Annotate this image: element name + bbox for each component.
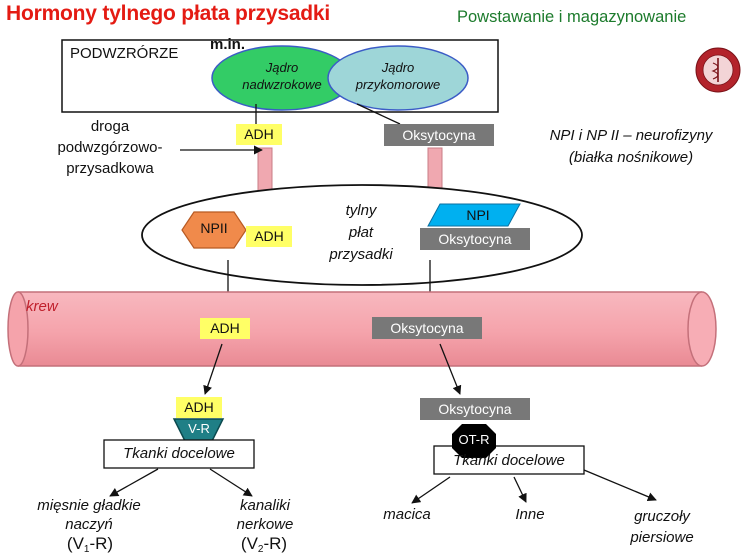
- page-title: Hormony tylnego płata przysadki: [6, 2, 331, 25]
- adh-box-top: ADH: [236, 124, 282, 145]
- blood-label: krew: [26, 298, 58, 315]
- ot-receptor-shape: [452, 424, 496, 458]
- page-subtitle: Powstawanie i magazynowanie: [457, 8, 687, 26]
- output-other: Inne: [515, 506, 545, 523]
- neurophysin-note: NPI i NP II – neurofizyny (białka nośnik…: [549, 127, 713, 166]
- left-target-box: [103, 439, 255, 469]
- npi-parallelogram: [427, 203, 521, 227]
- arrow-oxytocin-to-receptor: [439, 343, 462, 395]
- ot-receptor-label: OT-R: [458, 432, 490, 447]
- left-target-label: Tkanki docelowe: [123, 445, 235, 462]
- v-receptor-label: V-R: [188, 421, 210, 436]
- blood-vessel: [18, 292, 702, 366]
- connector-paraventricular: [356, 103, 401, 125]
- blood-vessel-right-end: [687, 291, 717, 367]
- arrow-left-out1: [109, 468, 159, 497]
- university-seal-icon: [695, 47, 741, 93]
- adh-box-blood: ADH: [200, 318, 250, 339]
- arrow-right-out2: [513, 476, 527, 503]
- oxytocin-box-pituitary: Oksytocyna: [420, 228, 530, 250]
- oxytocin-box-blood: Oksytocyna: [372, 317, 482, 339]
- adh-box-receptor: ADH: [176, 397, 222, 418]
- arrow-adh-to-receptor: [203, 343, 223, 395]
- paraventricular-nucleus: [327, 45, 469, 111]
- output-mammary-glands: gruczoły piersiowe: [630, 508, 694, 546]
- arrow-right-out3: [583, 469, 657, 502]
- output-kidney-tubules: kanaliki nerkowe: [236, 497, 294, 533]
- npii-hexagon: [181, 211, 247, 249]
- adh-box-pituitary: ADH: [246, 226, 292, 247]
- output-uterus: macica: [383, 506, 431, 523]
- npii-label: NPII: [200, 220, 228, 236]
- mi-label: m.in.: [210, 36, 246, 53]
- oxytocin-box-top: Oksytocyna: [384, 124, 494, 146]
- supraoptic-nucleus-label: Jądro nadwzrokowe: [242, 60, 322, 92]
- blood-vessel-left-end: [7, 291, 29, 367]
- oxytocin-box-receptor: Oksytocyna: [420, 398, 530, 420]
- output-kidney-receptor: (V2-R): [240, 534, 288, 555]
- arrow-left-out2: [209, 468, 253, 497]
- hypothalamus-label: PODWZRÓRZE: [70, 45, 179, 62]
- output-smooth-muscle: mięsnie gładkie naczyń: [37, 497, 141, 533]
- arrow-right-out1: [411, 476, 451, 504]
- tract-label: droga podwzgórzowo- przysadkowa: [57, 118, 163, 177]
- posterior-pituitary-label: tylny płat przysadki: [329, 202, 393, 263]
- npi-label: NPI: [466, 207, 490, 223]
- output-smooth-muscle-receptor: (V1-R): [66, 534, 114, 555]
- right-target-label: Tkanki docelowe: [453, 452, 565, 469]
- paraventricular-nucleus-label: Jądro przykomorowe: [355, 60, 441, 92]
